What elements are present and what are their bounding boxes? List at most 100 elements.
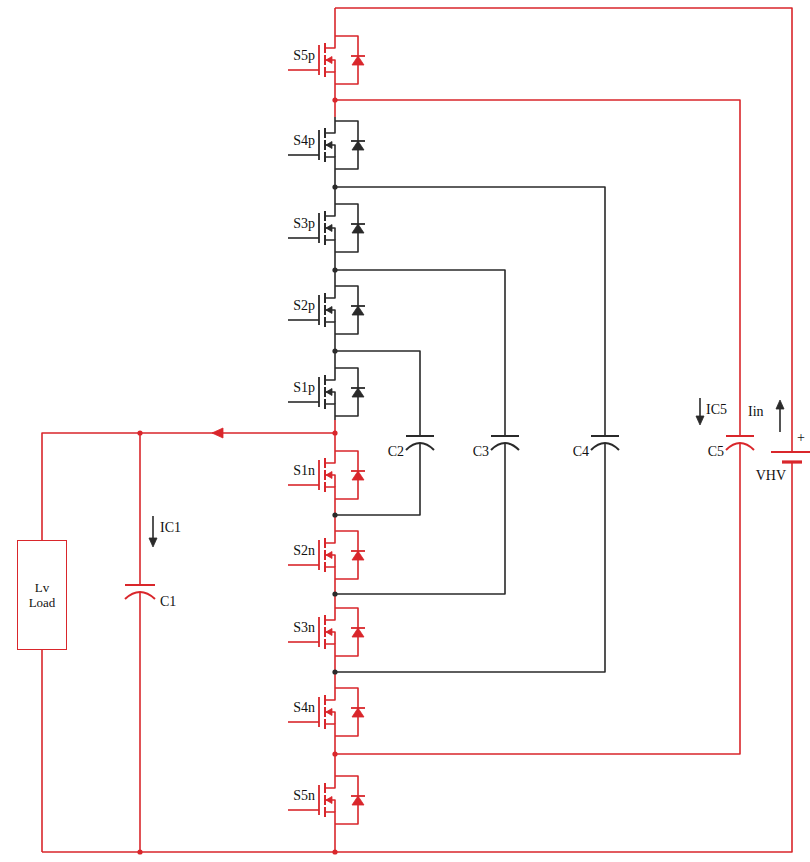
junction-dot [332, 669, 337, 674]
capacitor-symbol [591, 443, 619, 450]
mosfet-channel [324, 458, 326, 468]
capacitor-wire [335, 443, 605, 672]
mosfet-channel [324, 235, 326, 245]
gate-lead [288, 69, 319, 71]
current-arrow [152, 516, 154, 540]
mosfet-channel [324, 695, 326, 705]
mosfet-arrow [326, 472, 332, 479]
mosfet-drain [325, 527, 335, 543]
diode-symbol [352, 471, 364, 480]
mosfet-source [325, 322, 335, 338]
capacitor-wire [139, 433, 141, 585]
diode-symbol [352, 628, 364, 637]
mosfet-arrow [326, 629, 332, 636]
switch-name: S5n [293, 788, 315, 804]
mosfet-channel [324, 305, 326, 315]
diode-symbol [352, 388, 364, 397]
capacitor-name: C2 [388, 444, 404, 460]
mosfet-arrow [326, 57, 332, 64]
mosfet-drain [325, 282, 335, 298]
junction-dot [332, 512, 337, 517]
switch-name: S1n [293, 463, 315, 479]
mosfet-channel [324, 211, 326, 221]
switch-name: S5p [293, 48, 315, 64]
mosfet-arrow [326, 552, 332, 559]
switch-name: S4p [293, 133, 315, 149]
current-arrow [696, 416, 704, 425]
capacitor-wire [335, 443, 505, 594]
mosfet-channel [324, 719, 326, 729]
body-diode-wire [335, 286, 358, 334]
junction-dot [332, 430, 337, 435]
junction-dot [332, 751, 337, 756]
mosfet-channel [324, 783, 326, 793]
mosfet-source [325, 72, 335, 88]
body-diode-wire [335, 36, 358, 84]
capacitor-name: C4 [573, 444, 589, 460]
mosfet-arrow [326, 307, 332, 314]
junction-dot [332, 97, 337, 102]
body-diode-wire [335, 608, 358, 656]
mosfet-channel [324, 223, 326, 233]
switch-name: S3p [293, 216, 315, 232]
gate-lead [288, 809, 319, 811]
current-label: IC5 [706, 402, 727, 418]
body-diode-wire [335, 531, 358, 579]
mosfet-channel [324, 807, 326, 817]
diode-symbol [352, 224, 364, 233]
body-diode-wire [335, 776, 358, 824]
battery-plate [771, 451, 810, 453]
capacitor-symbol [406, 435, 434, 437]
mosfet-channel [324, 399, 326, 409]
mosfet-source [325, 157, 335, 173]
capacitor-symbol [726, 443, 754, 450]
mosfet-channel [324, 317, 326, 327]
mosfet-source [325, 724, 335, 740]
diode-symbol [352, 551, 364, 560]
junction-dot [332, 348, 337, 353]
mosfet-drain [325, 447, 335, 463]
mosfet-drain [325, 772, 335, 788]
body-diode-wire [335, 451, 358, 499]
diode-bar [351, 223, 365, 225]
capacitor-wire [335, 443, 740, 754]
mosfet-channel [324, 615, 326, 625]
body-diode-wire [335, 121, 358, 169]
junction-dot [332, 184, 337, 189]
capacitor-wire [139, 592, 141, 852]
mosfet-channel [324, 538, 326, 548]
capacitor-wire [335, 100, 740, 436]
diode-symbol [352, 141, 364, 150]
mosfet-drain [325, 32, 335, 48]
gate-lead [288, 564, 319, 566]
mosfet-channel [324, 387, 326, 397]
mosfet-channel [324, 43, 326, 53]
diode-bar [351, 387, 365, 389]
junction-dot [332, 849, 337, 854]
capacitor-wire [335, 351, 420, 436]
load-box: Lv Load [17, 540, 67, 650]
mosfet-source [325, 644, 335, 660]
current-arrow [779, 408, 781, 432]
diode-symbol [352, 796, 364, 805]
gate-lead [288, 237, 319, 239]
mosfet-arrow [326, 709, 332, 716]
mosfet-channel [324, 639, 326, 649]
mosfet-channel [324, 482, 326, 492]
load-wire [41, 650, 43, 852]
diode-bar [351, 627, 365, 629]
capacitor-symbol [726, 435, 754, 437]
diode-bar [351, 470, 365, 472]
diode-symbol [352, 708, 364, 717]
body-diode-wire [335, 204, 358, 252]
capacitor-symbol [125, 584, 155, 586]
supply-wire [335, 8, 792, 452]
gate-lead [288, 319, 319, 321]
capacitor-symbol [491, 443, 519, 450]
diode-bar [351, 795, 365, 797]
capacitor-name: C1 [160, 594, 176, 610]
mosfet-channel [324, 152, 326, 162]
current-label: IC1 [160, 520, 181, 536]
